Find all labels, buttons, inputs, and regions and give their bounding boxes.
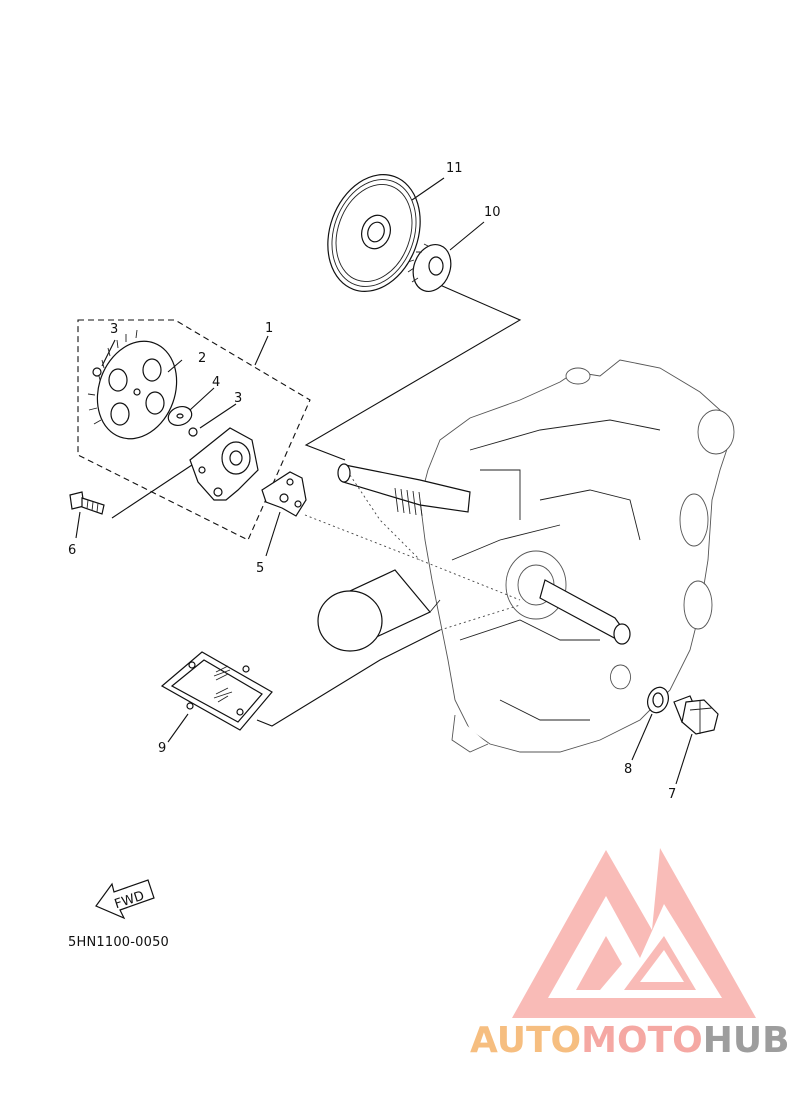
oil-strainer [160,651,273,731]
assembly-lines [256,284,522,727]
circlip-b [188,427,198,437]
callout-3a: 3 [110,322,118,337]
forward-arrow-icon: FWD [95,879,155,920]
diagram-code: 5HN1100-0050 [68,935,169,950]
driven-gear-disc [327,174,421,292]
callout-8: 8 [624,762,632,777]
callout-9: 9 [158,741,166,756]
watermark-auto: AUTO [470,1020,581,1061]
circlip-a [92,367,102,377]
callout-10: 10 [484,205,501,220]
watermark-moto: MOTO [581,1020,703,1061]
pump-gear [87,329,178,440]
oil-pump-assembly-group [77,319,311,541]
watermark-hub: HUB [703,1020,790,1061]
watermark-logo [512,848,756,1018]
callout-6: 6 [68,543,76,558]
drain-washer [647,686,669,714]
svg-text:AUTOMOTOHUB: AUTOMOTOHUB [470,1020,790,1061]
callout-4: 4 [212,375,220,390]
callout-labels: 1 2 3 3 4 5 6 7 8 9 10 11 [68,161,676,802]
callout-5: 5 [256,561,264,576]
callout-7: 7 [668,787,676,802]
washer [167,405,193,427]
watermark-text: AUTOMOTOHUB [470,1020,790,1061]
drive-gear [407,243,452,292]
callout-11: 11 [446,161,463,176]
pump-gasket [261,471,307,517]
callout-1: 1 [265,321,273,336]
crankcase [317,359,735,753]
drain-plug [673,695,719,735]
bolt [69,491,105,515]
pump-body [189,427,259,501]
callout-2: 2 [198,351,206,366]
callout-3b: 3 [234,391,242,406]
